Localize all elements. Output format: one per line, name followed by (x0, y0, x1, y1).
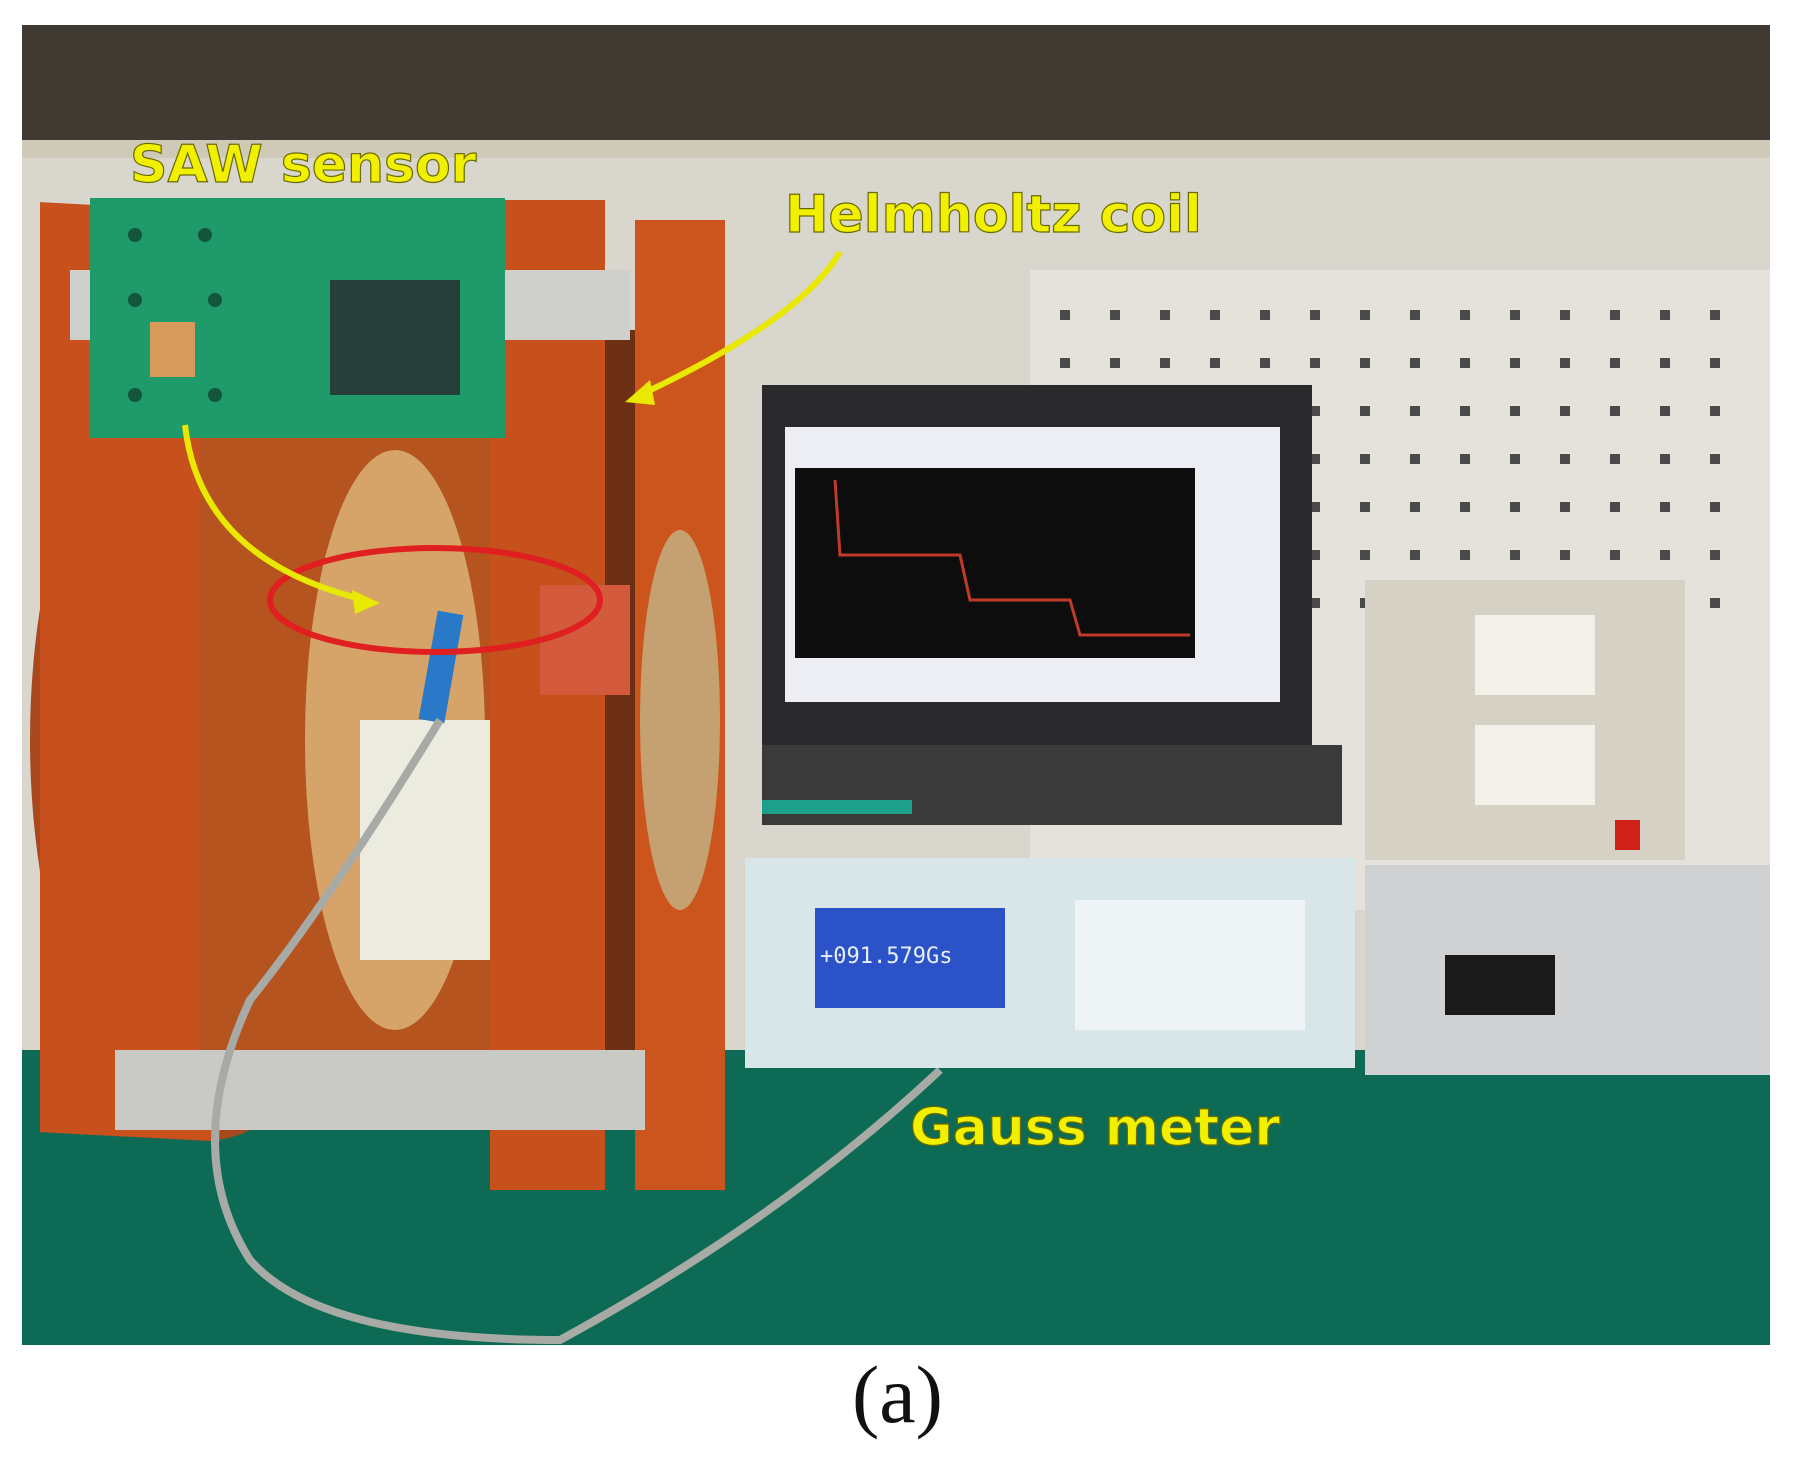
pegboard-hole (1510, 406, 1520, 416)
coil-arrow-head (625, 380, 655, 405)
pegboard-hole (1160, 310, 1170, 320)
pegboard-hole (1360, 310, 1370, 320)
pegboard-hole (1410, 502, 1420, 512)
pegboard-hole (1660, 358, 1670, 368)
pegboard-hole (1060, 310, 1070, 320)
pegboard-hole (1460, 406, 1470, 416)
pegboard-hole (1460, 358, 1470, 368)
pegboard-hole (1660, 550, 1670, 560)
pegboard-hole (1710, 454, 1720, 464)
pegboard-hole (1460, 550, 1470, 560)
pegboard-hole (1560, 454, 1570, 464)
pegboard-hole (1660, 454, 1670, 464)
pegboard-hole (1510, 310, 1520, 320)
pegboard-hole (1410, 550, 1420, 560)
label-helmholtz-coil: Helmholtz coil (785, 185, 1202, 245)
laptop (762, 385, 1342, 825)
figure-caption: (a) (851, 1349, 943, 1440)
pegboard-hole (1460, 454, 1470, 464)
label-saw-sensor: SAW sensor (130, 135, 477, 195)
pegboard-hole (1610, 502, 1620, 512)
pegboard-hole (1510, 502, 1520, 512)
shelf-edge (22, 140, 1770, 158)
pegboard-hole (1510, 358, 1520, 368)
pegboard-hole (1410, 358, 1420, 368)
pegboard-hole (1710, 502, 1720, 512)
pegboard-hole (1560, 358, 1570, 368)
pegboard-hole (1160, 358, 1170, 368)
pegboard-hole (1260, 310, 1270, 320)
pegboard-hole (1460, 502, 1470, 512)
pegboard-hole (1710, 310, 1720, 320)
pegboard-hole (1610, 358, 1620, 368)
pegboard-hole (1310, 598, 1320, 608)
pegboard-hole (1510, 550, 1520, 560)
gauss-meter (745, 858, 1355, 1068)
pegboard-hole (1560, 406, 1570, 416)
pegboard-hole (1660, 406, 1670, 416)
pegboard-hole (1310, 310, 1320, 320)
pegboard-hole (1710, 358, 1720, 368)
pegboard-hole (1310, 454, 1320, 464)
pegboard-hole (1110, 310, 1120, 320)
pegboard-hole (1310, 358, 1320, 368)
pegboard-hole (1210, 310, 1220, 320)
pegboard-hole (1460, 310, 1470, 320)
pegboard-hole (1410, 310, 1420, 320)
pegboard-hole (1210, 358, 1220, 368)
sensor-highlight-ellipse (267, 545, 603, 655)
gauss-meter-readout: +091.579Gs (820, 944, 952, 969)
pegboard-hole (1660, 310, 1670, 320)
pegboard-hole (1710, 598, 1720, 608)
pegboard-hole (1060, 358, 1070, 368)
pegboard-hole (1360, 550, 1370, 560)
saw-arrow (182, 424, 366, 603)
pegboard-hole (1410, 406, 1420, 416)
pegboard-hole (1610, 454, 1620, 464)
pegboard-hole (1110, 358, 1120, 368)
pegboard-hole (1710, 406, 1720, 416)
saw-sensor-pcb (90, 198, 505, 438)
pegboard-hole (1510, 454, 1520, 464)
pegboard-hole (1610, 550, 1620, 560)
pegboard-hole (1560, 550, 1570, 560)
upper-shelf (22, 25, 1770, 155)
pegboard-hole (1360, 502, 1370, 512)
pegboard-hole (1560, 502, 1570, 512)
pegboard-hole (1660, 502, 1670, 512)
pegboard-hole (1260, 358, 1270, 368)
saw-arrow-head (352, 590, 380, 614)
pegboard-hole (1360, 454, 1370, 464)
label-gauss-meter: Gauss meter (910, 1098, 1280, 1158)
pegboard-hole (1610, 406, 1620, 416)
pegboard-hole (1310, 550, 1320, 560)
pegboard-hole (1310, 406, 1320, 416)
annotation-arrows (182, 250, 843, 614)
pegboard-hole (1360, 358, 1370, 368)
pegboard-hole (1710, 550, 1720, 560)
pegboard-hole (1310, 502, 1320, 512)
gauss-probe-cable (211, 610, 943, 1345)
pegboard-hole (1360, 406, 1370, 416)
pegboard-hole (1410, 454, 1420, 464)
pegboard-hole (1560, 310, 1570, 320)
coil-arrow (638, 250, 843, 398)
power-supply (1365, 580, 1770, 1075)
pegboard-hole (1610, 310, 1620, 320)
